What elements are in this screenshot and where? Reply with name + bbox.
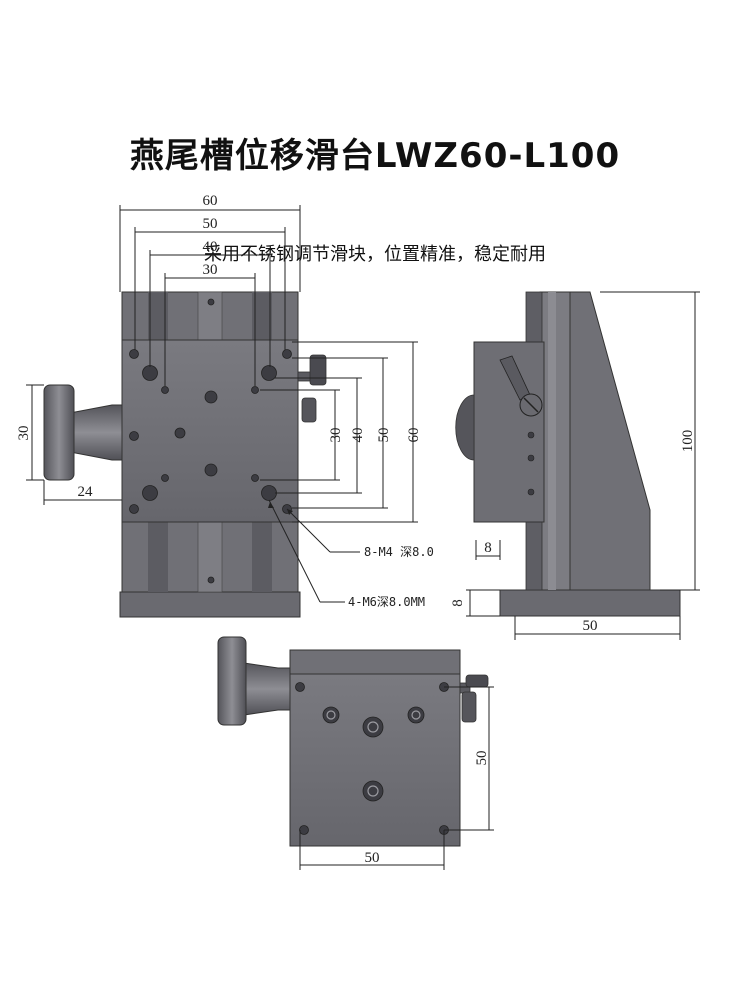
side-view: 100 8 8 50 <box>450 291 700 640</box>
dim-knob-30: 30 <box>16 426 32 441</box>
front-base-plate <box>119 591 301 618</box>
label-m6-holes: 4-M6深8.0MM <box>348 595 425 609</box>
dim-knob-24: 24 <box>78 484 94 500</box>
knob-dimensions <box>26 384 122 505</box>
hole-leaders <box>268 499 360 603</box>
dim-front-40: 40 <box>203 239 218 255</box>
side-knob-edge <box>455 394 475 461</box>
dim-top-50-vertical: 50 <box>474 751 490 766</box>
top-hole-rims <box>326 710 421 797</box>
top-slide-plate <box>289 673 461 847</box>
dim-side-8-horizontal: 8 <box>484 540 492 556</box>
front-lower-slot-right <box>252 520 272 592</box>
dim-front-right-50: 50 <box>376 428 392 443</box>
dim-front-right-30: 30 <box>328 428 344 443</box>
top-holes <box>295 682 449 835</box>
dim-front-30: 30 <box>203 262 218 278</box>
dim-front-60: 60 <box>203 193 218 209</box>
dim-front-right-60: 60 <box>406 428 422 443</box>
dim-side-100: 100 <box>680 430 696 453</box>
dim-side-8-vertical: 8 <box>450 599 466 607</box>
front-lock-screw <box>297 354 327 423</box>
leader-arrow-m4 <box>287 509 293 515</box>
front-upper-slot-left <box>148 292 168 342</box>
side-rail-highlight <box>548 292 556 590</box>
front-view: 60 50 40 30 30 40 50 60 <box>16 193 434 618</box>
drawing-subtitle: 采用不锈钢调节滑块，位置精准，稳定耐用 <box>204 244 546 265</box>
front-right-dimensions <box>260 341 418 523</box>
top-upper-guide <box>289 649 461 677</box>
front-top-dimensions <box>119 205 301 386</box>
top-dimensions <box>299 686 494 870</box>
side-holes <box>527 431 535 496</box>
front-knob <box>43 384 123 481</box>
dim-side-50: 50 <box>583 618 598 634</box>
leader-arrow-m6 <box>268 502 274 508</box>
dim-front-right-40: 40 <box>350 428 366 443</box>
front-holes <box>129 298 292 584</box>
top-lock-screw <box>459 674 489 723</box>
side-base <box>499 589 681 617</box>
drawing-title: 燕尾槽位移滑台LWZ60-L100 <box>129 136 621 176</box>
top-knob <box>217 636 291 726</box>
top-view: 50 50 <box>217 636 494 870</box>
front-upper-rail <box>197 291 223 343</box>
label-m4-holes: 8-M4 深8.0 <box>364 545 434 559</box>
dim-front-50: 50 <box>203 216 218 232</box>
side-lock-lever <box>499 355 543 417</box>
side-dimensions <box>466 291 700 640</box>
front-upper-slot-right <box>252 292 272 342</box>
side-bracket <box>567 291 651 591</box>
dim-top-50-horizontal: 50 <box>365 850 380 866</box>
front-lower-slot-left <box>148 520 168 592</box>
